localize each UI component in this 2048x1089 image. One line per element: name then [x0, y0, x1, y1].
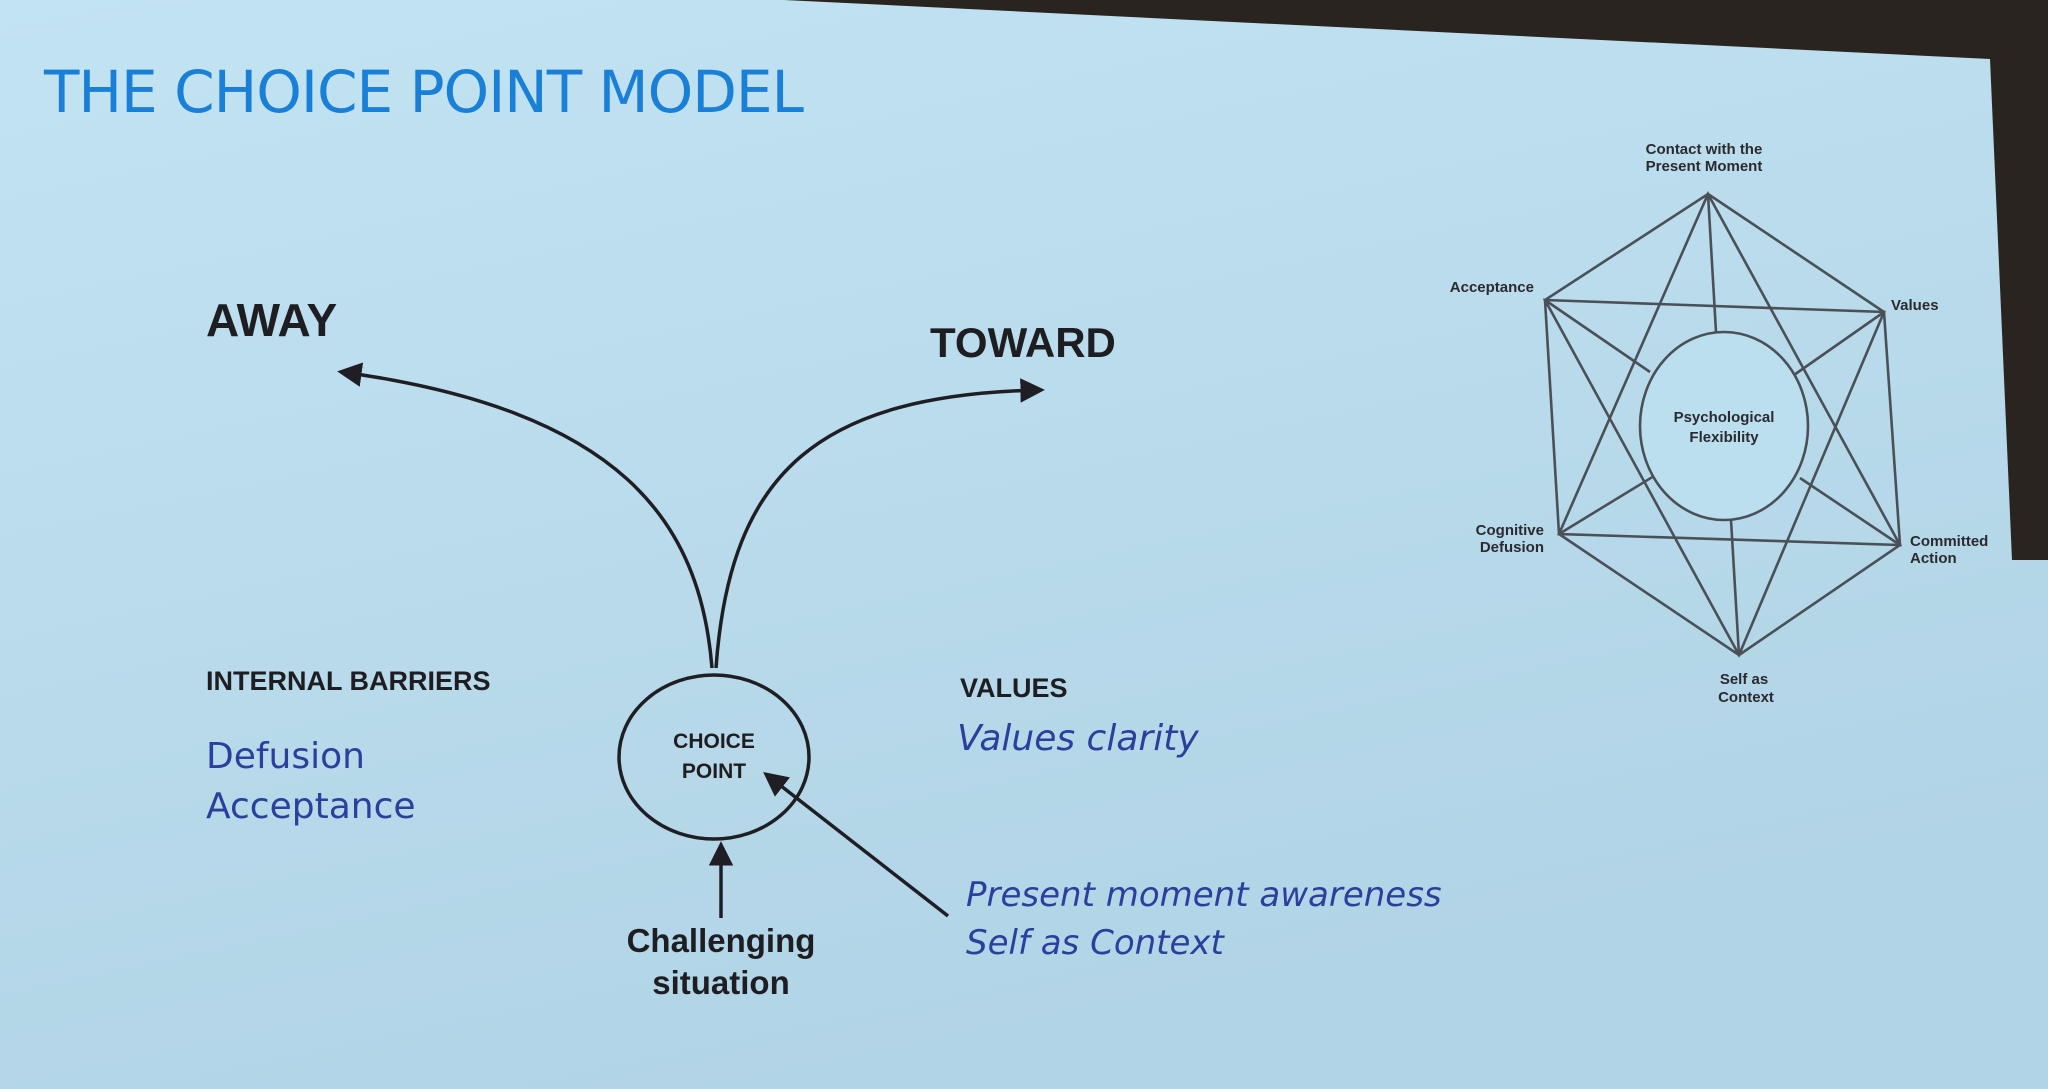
choice-point-circle [617, 673, 811, 841]
hexaflex-cognitive-1: Cognitive [1476, 522, 1544, 539]
challenging-situation-1: Challenging [627, 922, 816, 959]
hexaflex-cognitive-2: Defusion [1480, 539, 1544, 556]
toward-arrow [714, 378, 1045, 669]
slide-title: THE CHOICE POINT MODEL [43, 58, 804, 126]
internal-barriers-heading: INTERNAL BARRIERS [206, 666, 491, 696]
hexaflex-values: Values [1891, 297, 1939, 314]
hexaflex-spokes [1544, 193, 1901, 656]
hexaflex-contact-2: Present Moment [1646, 158, 1763, 175]
values-item: Values clarity [957, 718, 1199, 759]
hexaflex-diagram: Psychological Flexibility Contact with t… [1450, 141, 1989, 706]
awareness-arrow [763, 771, 950, 918]
awareness-item: Self as Context [966, 923, 1226, 963]
internal-barrier-item: Acceptance [206, 786, 416, 827]
hexaflex-center-2: Flexibility [1689, 429, 1759, 446]
hexaflex-committed-1: Committed [1910, 533, 1988, 550]
psychological-flexibility-circle [1638, 330, 1810, 522]
hexaflex-self-1: Self as [1720, 671, 1768, 688]
hexaflex-self-2: Context [1718, 689, 1774, 706]
choice-point-label-1: CHOICE [673, 730, 755, 753]
hexaflex-acceptance: Acceptance [1450, 279, 1534, 296]
choice-point-label-2: POINT [682, 760, 746, 783]
values-heading: VALUES [960, 673, 1068, 703]
toward-label: TOWARD [930, 319, 1116, 366]
challenging-situation-2: situation [652, 964, 790, 1001]
away-label: AWAY [206, 294, 337, 346]
hexaflex-center-1: Psychological [1674, 409, 1775, 426]
hexaflex-contact-1: Contact with the [1646, 141, 1763, 158]
awareness-item: Present moment awareness [966, 875, 1442, 915]
hexaflex-committed-2: Action [1910, 550, 1957, 567]
away-arrow [337, 362, 714, 669]
internal-barrier-item: Defusion [206, 736, 365, 777]
